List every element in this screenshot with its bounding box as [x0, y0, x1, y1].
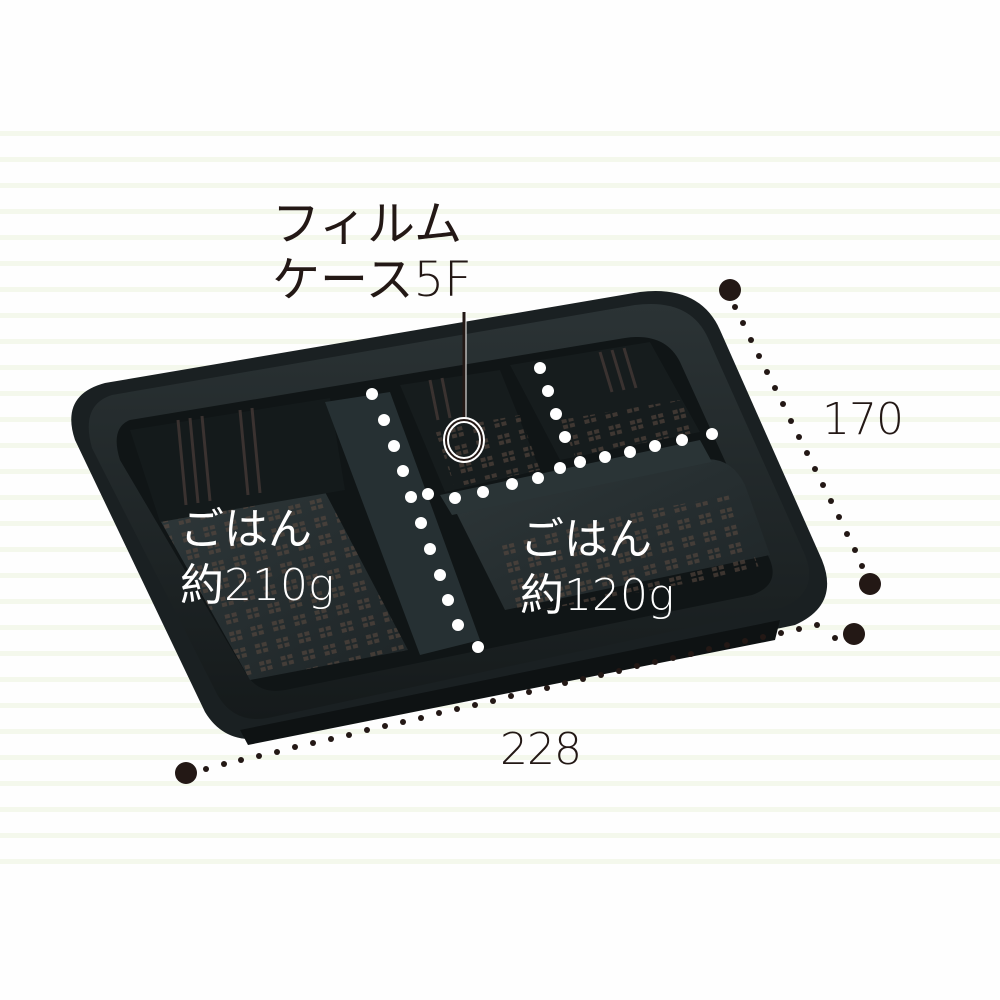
depth-dimension-label: 170 [822, 394, 904, 445]
tray-body [71, 291, 828, 745]
right-compartment-capacity: 約120g [520, 570, 675, 621]
depth-dimension-line [719, 279, 881, 595]
film-case-callout-icon [443, 312, 485, 463]
right-compartment-name: ごはん [520, 514, 652, 565]
left-compartment-caption: ごはん 約210g [180, 502, 334, 614]
product-name: フィルム ケース5F [272, 196, 472, 308]
left-compartment-name: ごはん [180, 504, 312, 555]
width-dimension-label: 228 [500, 724, 582, 775]
left-compartment-capacity: 約210g [180, 560, 335, 611]
partition-dots [366, 362, 718, 653]
width-dimension-line [175, 622, 865, 784]
right-compartment-caption: ごはん 約120g [520, 512, 674, 624]
product-name-line1: フィルム [272, 196, 463, 252]
product-name-line2: ケース5F [272, 252, 472, 308]
